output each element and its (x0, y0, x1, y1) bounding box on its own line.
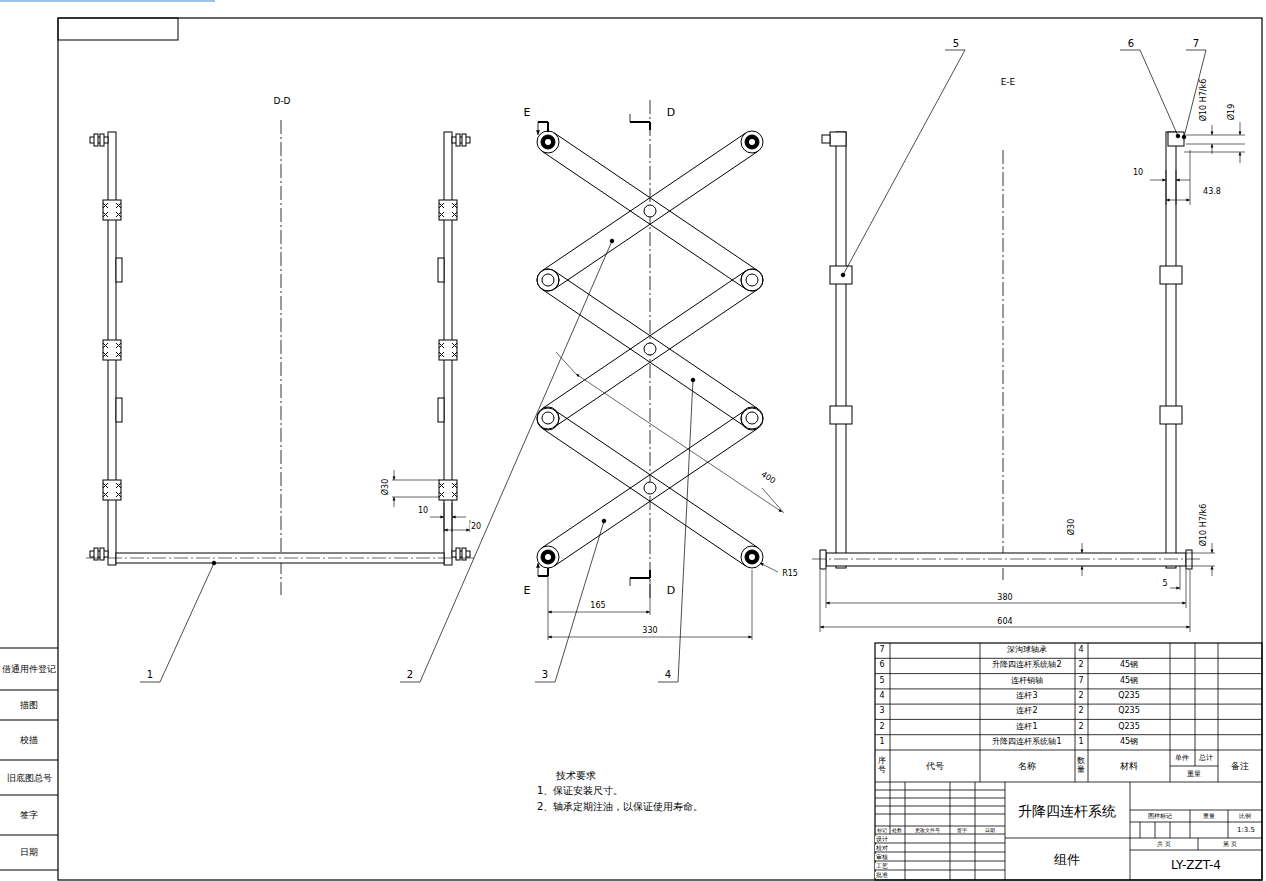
drawing-label: 2 (1077, 723, 1084, 731)
drawing-label: Ø10 H7/k6 (1200, 78, 1208, 123)
drawing-label: 序号 (878, 757, 886, 775)
drawing-label: 签字 (956, 828, 968, 833)
drawing-label: 4 (664, 670, 672, 680)
drawing-label: 330 (641, 627, 658, 635)
drawing-label: 共 页 (1156, 841, 1172, 847)
drawing-label: 代号 (925, 762, 945, 771)
drawing-label: 校描 (19, 736, 39, 745)
drawing-label: E (523, 585, 532, 596)
drawing-label: 连杆3 (1015, 692, 1038, 700)
drawing-label: Q235 (1117, 692, 1141, 700)
drawing-label: 4 (1077, 646, 1084, 654)
drawing-label: 升降四连杆系统轴2 (991, 661, 1062, 669)
drawing-label: 1 (146, 670, 154, 680)
drawing-label: 45钢 (1119, 661, 1139, 669)
drawing-label: 比例 (1238, 813, 1252, 819)
drawing-label: R15 (781, 570, 799, 578)
drawing-label: 校对 (875, 845, 889, 851)
drawing-label: 4 (878, 692, 885, 700)
drawing-label: 处数 (891, 828, 903, 833)
drawing-label: 1 (1077, 738, 1084, 746)
drawing-label: 总计 (1198, 755, 1214, 762)
drawing-label: D (666, 585, 676, 596)
drawing-label: 7 (1077, 677, 1084, 685)
drawing-label: 设计 (875, 836, 889, 842)
drawing-label: 单件 (1174, 755, 1190, 762)
drawing-label: 材料 (1119, 762, 1139, 771)
drawing-label: 5 (1161, 580, 1168, 588)
drawing-label: 604 (996, 618, 1013, 626)
drawing-label: 借通用件登记 (1, 665, 57, 674)
drawing-label: 2 (878, 723, 885, 731)
drawing-label: 日期 (984, 828, 996, 833)
drawing-label: Q235 (1117, 707, 1141, 715)
drawing-label: Ø30 (1068, 518, 1076, 536)
drawing-label: 43.8 (1202, 188, 1222, 196)
drawing-label: 2 (406, 670, 414, 680)
drawing-label: D (666, 107, 676, 118)
drawing-label: 45钢 (1119, 738, 1139, 746)
drawing-label: 1、保证安装尺寸。 (536, 786, 624, 796)
drawing-label: 400 (759, 470, 778, 486)
drawing-label: 连杆2 (1015, 707, 1038, 715)
drawing-label: 20 (470, 523, 482, 531)
drawing-label: 5 (952, 39, 960, 49)
drawing-label: LY-ZZT-4 (1170, 859, 1222, 871)
drawing-label: 审核 (875, 854, 889, 860)
drawing-label: 6 (1127, 39, 1135, 49)
drawing-label: Ø19 (1228, 103, 1236, 121)
drawing-label: 1 (878, 738, 885, 746)
drawing-label: 7 (878, 646, 885, 654)
drawing-label: 描图 (19, 701, 39, 710)
drawing-label: 更改文件号 (914, 828, 941, 833)
drawing-label: 图样标记 (1147, 813, 1173, 819)
drawing-label: Ø30 (382, 478, 390, 496)
drawing-label: 标记 (876, 828, 888, 833)
drawing-label: 组件 (1053, 853, 1081, 866)
drawing-label: 380 (996, 594, 1013, 602)
drawing-label: 2 (1077, 661, 1084, 669)
drawing-label: 连杆1 (1015, 723, 1038, 731)
drawing-label: 2、轴承定期注油，以保证使用寿命。 (536, 802, 704, 812)
drawing-label: 6 (878, 661, 885, 669)
drawing-label: 重量 (1202, 813, 1216, 819)
drawing-label: 3 (541, 670, 549, 680)
drawing-label: 重量 (1186, 771, 1202, 778)
drawing-label: 165 (589, 602, 606, 610)
drawing-label: 日期 (19, 848, 39, 857)
drawing-label: 7 (1192, 39, 1200, 49)
drawing-label: 旧底图总号 (6, 774, 53, 783)
drawing-label: 工艺 (875, 863, 889, 869)
drawing-label: 2 (1077, 707, 1084, 715)
drawing-label: Ø10 H7/k6 (1200, 503, 1208, 548)
drawing-label: E-E (1000, 78, 1017, 87)
drawing-label: 10 (417, 507, 429, 515)
drawing-label: 第 页 (1222, 841, 1238, 847)
drawing-label: Q235 (1117, 723, 1141, 731)
drawing-label: 45钢 (1119, 677, 1139, 685)
drawing-label: 技术要求 (555, 771, 597, 781)
drawing-label: D-D (272, 97, 291, 106)
drawing-label: 升降四连杆系统 (1017, 804, 1117, 818)
drawing-label: 数量 (1077, 757, 1085, 775)
drawing-label: 升降四连杆系统轴1 (991, 738, 1062, 746)
drawing-label: 备注 (1230, 762, 1250, 771)
drawing-label: 深沟球轴承 (1006, 646, 1048, 654)
drawing-label: 2 (1077, 692, 1084, 700)
drawing-label: 连杆销轴 (1010, 677, 1044, 685)
drawing-label: 1:3.5 (1236, 827, 1256, 834)
drawing-label: E (523, 107, 532, 118)
drawing-label: 批准 (875, 872, 889, 878)
drawing-label: 5 (878, 677, 885, 685)
drawing-label: 10 (1132, 169, 1144, 177)
drawing-label: 3 (878, 707, 885, 715)
drawing-label: 名称 (1017, 762, 1037, 771)
drawing-label: 签字 (19, 811, 39, 820)
